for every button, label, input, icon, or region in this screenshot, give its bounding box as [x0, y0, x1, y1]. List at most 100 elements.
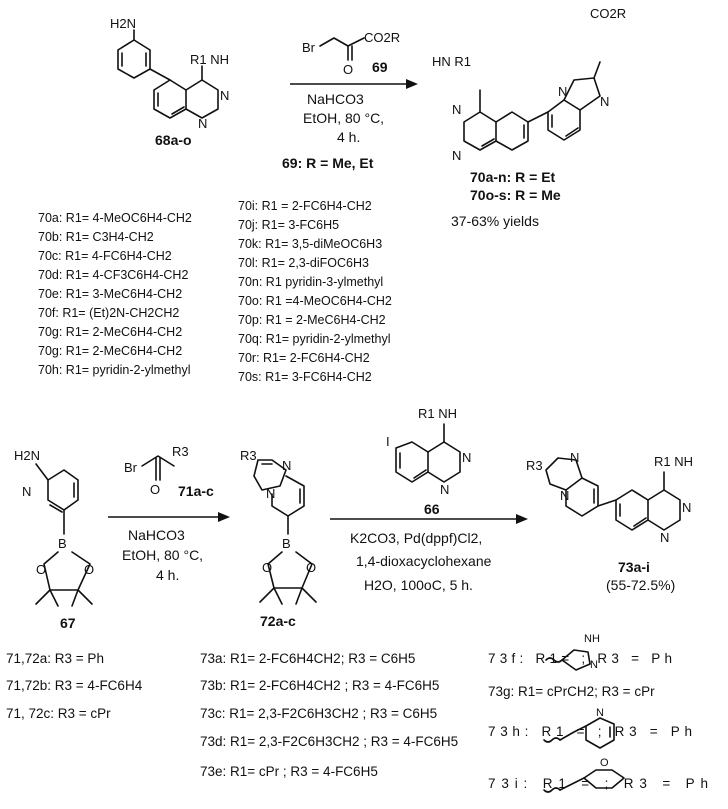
n-atom: N [462, 450, 471, 465]
condition-line: 4 h. [156, 567, 179, 583]
n-atom: N [570, 450, 579, 465]
scheme-1: R1 NH N N H2N 68a-o Br O CO2R 69 NaHCO3 … [38, 6, 626, 384]
n-atom: N [452, 148, 461, 163]
compound-73-structure: R3 N N R1 NH N N [526, 450, 693, 545]
substituent-entry: 70l: R1= 2,3-diFOC6H3 [238, 256, 369, 270]
substituent-entry: 73d: R1= 2,3-F2C6H3CH2 ; R3 = 4-FC6H5 [200, 734, 458, 749]
substituent-list-71-72: 71,72a: R3 = Ph 71,72b: R3 = 4-FC6H4 71,… [6, 651, 143, 721]
nh-r1-left: R1 NH [190, 52, 229, 67]
substituent-entry: 70n: R1 pyridin-3-ylmethyl [238, 275, 383, 289]
substituent-entry: 70e: R1= 3-MeC6H4-CH2 [38, 287, 182, 301]
reagent-69-definition: 69: R = Me, Et [282, 155, 374, 171]
reagent-69-structure: Br O CO2R [302, 30, 400, 77]
n-atom: N [22, 484, 31, 499]
substituent-entry: 73c: R1= 2,3-F2C6H3CH2 ; R3 = C6H5 [200, 706, 437, 721]
reagent-71-label: 71a-c [178, 483, 214, 499]
substituent-entry: 71,72b: R3 = 4-FC6H4 [6, 678, 143, 693]
br-label: Br [302, 40, 316, 55]
compound-67-label: 67 [60, 615, 76, 631]
substituent-entry: 73a: R1= 2-FC6H4CH2; R3 = C6H5 [200, 651, 415, 666]
condition-line: EtOH, 80 °C, [122, 547, 203, 563]
n-atom: N [266, 486, 275, 501]
r1-nh-label: R1 NH [418, 406, 457, 421]
compound-72-structure: R3 N N B O O [240, 448, 317, 605]
substituent-entry: 73g: R1= cPrCH2; R3 = cPr [488, 684, 655, 699]
substituent-entry: 73f: R1= ; R3 = Ph [488, 651, 672, 666]
n-atom: N [560, 488, 569, 503]
substituent-entry: 70g: R1= 2-MeC6H4-CH2 [38, 344, 182, 358]
substituent-entry: 70s: R1= 3-FC6H4-CH2 [238, 370, 372, 384]
o-atom: O [84, 562, 94, 577]
substituent-entry: 73i: R1 = ; R3 = Ph [488, 776, 708, 791]
substituent-entry: 70f: R1= (Et)2N-CH2CH2 [38, 306, 179, 320]
reaction-arrow-2 [108, 512, 230, 522]
pyrazole-fragment: NH N [545, 633, 600, 671]
substituent-entry: 70k: R1= 3,5-diMeOC6H3 [238, 237, 382, 251]
substituent-entry: 71, 72c: R3 = cPr [6, 706, 111, 721]
n-atom: N [682, 500, 691, 515]
substituent-entry: 71,72a: R3 = Ph [6, 651, 104, 666]
n-atom: N [558, 84, 567, 99]
r3-label: R3 [240, 448, 257, 463]
r1-nh-label: R1 NH [654, 454, 693, 469]
compound-66-structure: R1 NH I N N [386, 406, 471, 497]
substituent-entry: 70a: R1= 4-MeOC6H4-CH2 [38, 211, 192, 225]
o-label: O [343, 62, 353, 77]
substituent-entry: 70o: R1 =4-MeOC6H4-CH2 [238, 294, 392, 308]
substituent-entry: 70i: R1 = 2-FC6H4-CH2 [238, 199, 372, 213]
substituent-entry: 70d: R1= 4-CF3C6H4-CH2 [38, 268, 188, 282]
condition-line: NaHCO3 [307, 91, 364, 107]
compound-68-label: 68a-o [155, 132, 192, 148]
pyridinyl-ethyl-fragment: N [543, 707, 615, 749]
substituent-list-70-right: 70i: R1 = 2-FC6H4-CH2 70j: R1= 3-FC6H5 7… [238, 199, 392, 384]
reaction-arrow-3 [330, 514, 528, 524]
condition-line: EtOH, 80 °C, [303, 110, 384, 126]
nh-atom: NH [584, 633, 600, 645]
b-atom: B [58, 536, 67, 551]
co2r-label: CO2R [364, 30, 400, 45]
compound-68-structure: R1 NH N N H2N [110, 16, 229, 131]
yield-text: 37-63% yields [451, 213, 539, 229]
substituent-entry: 70c: R1= 4-FC6H4-CH2 [38, 249, 172, 263]
n-atom: N [282, 458, 291, 473]
condition-line: K2CO3, Pd(dppf)Cl2, [350, 530, 482, 546]
substituent-entry: 70j: R1= 3-FC6H5 [238, 218, 339, 232]
yield-text: (55-72.5%) [606, 577, 675, 593]
n-atom: N [220, 88, 229, 103]
h2n-label: H2N [14, 448, 40, 463]
reagent-71-structure: Br R3 O [124, 444, 189, 497]
condition-line: H2O, 100oC, 5 h. [364, 577, 473, 593]
n-atom: N [590, 659, 598, 671]
condition-line: NaHCO3 [128, 527, 185, 543]
substituent-entry: 70b: R1= C3H4-CH2 [38, 230, 154, 244]
substituent-entry: 70q: R1= pyridin-2-ylmethyl [238, 332, 391, 346]
reagent-69-label: 69 [372, 59, 388, 75]
substituent-entry: 70h: R1= pyridin-2-ylmethyl [38, 363, 191, 377]
o-label: O [150, 482, 160, 497]
substituent-entry: 70r: R1= 2-FC6H4-CH2 [238, 351, 370, 365]
condition-line: 1,4-dioxacyclohexane [356, 553, 492, 569]
condition-line: 4 h. [337, 129, 360, 145]
substituent-entry: 73b: R1= 2-FC6H4CH2 ; R3 = 4-FC6H5 [200, 678, 439, 693]
substituent-entry: 73h: R1 = ; R3 = Ph [488, 724, 692, 739]
substituent-list-70-left: 70a: R1= 4-MeOC6H4-CH2 70b: R1= C3H4-CH2… [38, 211, 192, 377]
product-70-label: 70a-n: R = Et [470, 169, 556, 185]
o-atom: O [600, 757, 609, 769]
i-atom: I [386, 434, 390, 449]
scheme-2: H2N N B O O 67 Br R3 O 71a-c [6, 406, 708, 793]
o-atom: O [262, 560, 272, 575]
n-atom: N [660, 530, 669, 545]
br-label: Br [124, 460, 138, 475]
compound-72-label: 72a-c [260, 613, 296, 629]
substituent-entry: 70p: R1 = 2-MeC6H4-CH2 [238, 313, 386, 327]
n-atom: N [452, 102, 461, 117]
h2n-label: H2N [110, 16, 136, 31]
n-atom: N [198, 116, 207, 131]
n-atom: N [440, 482, 449, 497]
n-atom: N [600, 94, 609, 109]
o-atom: O [36, 562, 46, 577]
substituent-list-73-a-e: 73a: R1= 2-FC6H4CH2; R3 = C6H5 73b: R1= … [200, 651, 458, 779]
compound-67-structure: H2N N B O O [14, 448, 94, 607]
substituent-entry: 73e: R1= cPr ; R3 = 4-FC6H5 [200, 764, 378, 779]
